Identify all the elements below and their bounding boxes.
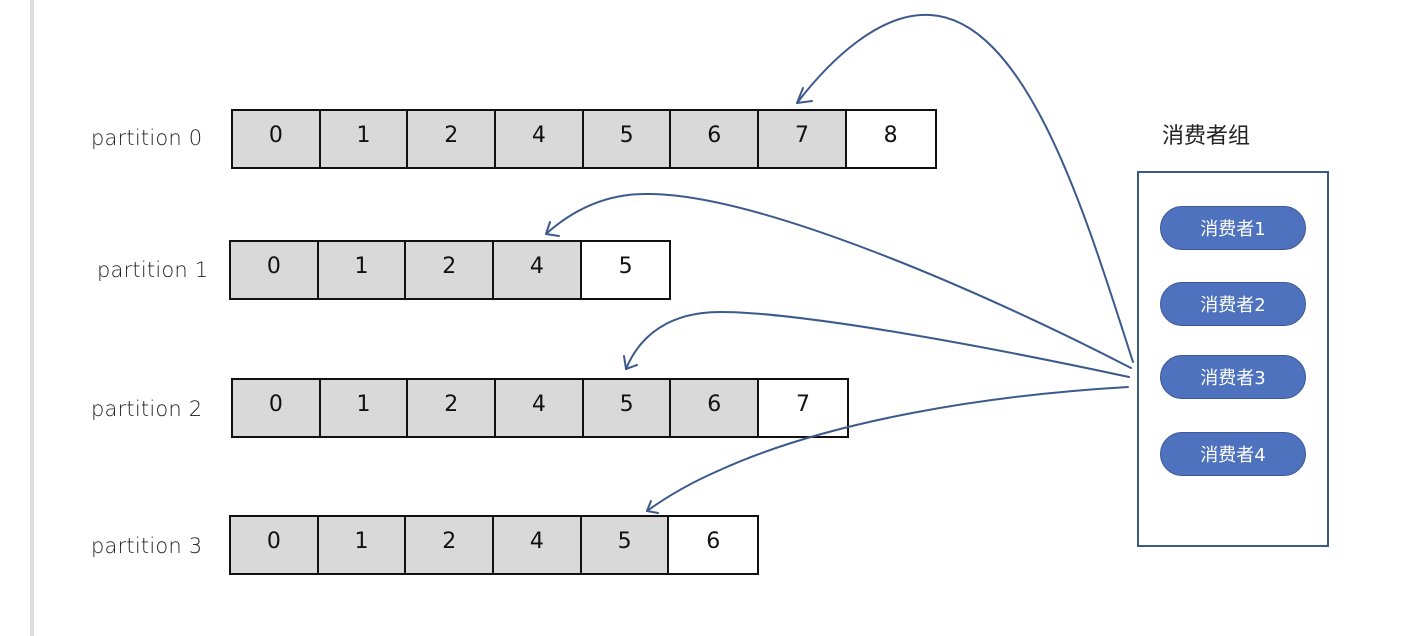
arrow-to-partition-2 bbox=[625, 311, 1130, 378]
consumer-2: 消费者2 bbox=[1160, 282, 1306, 326]
next-offset-cell: 7 bbox=[759, 380, 847, 436]
next-offset-cell: 8 bbox=[846, 111, 935, 167]
consumed-offset-cell: 5 bbox=[583, 380, 672, 436]
consumed-offset-cell: 0 bbox=[233, 380, 321, 436]
consumed-offset-cell: 2 bbox=[408, 380, 497, 436]
partition-label-1: partition 1 bbox=[97, 258, 209, 282]
arrowhead-partition-0 bbox=[796, 87, 813, 104]
consumed-offset-cell: 0 bbox=[231, 517, 319, 573]
consumed-offset-cell: 4 bbox=[496, 380, 584, 436]
arrowhead-partition-2 bbox=[623, 355, 638, 370]
partition-label-0: partition 0 bbox=[91, 126, 203, 150]
consumed-offset-cell: 2 bbox=[406, 242, 495, 298]
consumed-offset-cell: 0 bbox=[231, 242, 319, 298]
consumed-offset-cell: 1 bbox=[318, 242, 407, 298]
consumer-4: 消费者4 bbox=[1160, 432, 1306, 476]
next-offset-cell: 5 bbox=[581, 242, 670, 298]
consumed-offset-cell: 5 bbox=[581, 517, 670, 573]
consumer-group-box bbox=[1137, 171, 1329, 547]
consumed-offset-cell: 7 bbox=[759, 111, 847, 167]
arrow-to-partition-3 bbox=[646, 386, 1129, 512]
consumed-offset-cell: 4 bbox=[494, 242, 582, 298]
consumed-offset-cell: 1 bbox=[320, 380, 409, 436]
partition-label-2: partition 2 bbox=[91, 397, 203, 421]
arrowhead-partition-1 bbox=[545, 221, 560, 237]
consumed-offset-cell: 2 bbox=[406, 517, 495, 573]
partition-label-3: partition 3 bbox=[91, 534, 203, 558]
left-margin-rule bbox=[30, 0, 34, 636]
consumer-group-title: 消费者组 bbox=[1162, 124, 1251, 149]
consumed-offset-cell: 5 bbox=[583, 111, 672, 167]
consumer-1: 消费者1 bbox=[1160, 206, 1306, 250]
consumed-offset-cell: 4 bbox=[494, 517, 582, 573]
arrowhead-partition-3 bbox=[646, 500, 659, 514]
consumed-offset-cell: 6 bbox=[671, 111, 760, 167]
next-offset-cell: 6 bbox=[669, 517, 758, 573]
consumed-offset-cell: 2 bbox=[408, 111, 497, 167]
consumed-offset-cell: 1 bbox=[318, 517, 407, 573]
arrow-to-partition-1 bbox=[545, 192, 1132, 369]
consumed-offset-cell: 1 bbox=[320, 111, 409, 167]
consumed-offset-cell: 0 bbox=[233, 111, 321, 167]
consumed-offset-cell: 6 bbox=[671, 380, 760, 436]
consumer-3: 消费者3 bbox=[1160, 355, 1306, 399]
arrow-to-partition-0 bbox=[796, 13, 1134, 363]
consumed-offset-cell: 4 bbox=[496, 111, 584, 167]
